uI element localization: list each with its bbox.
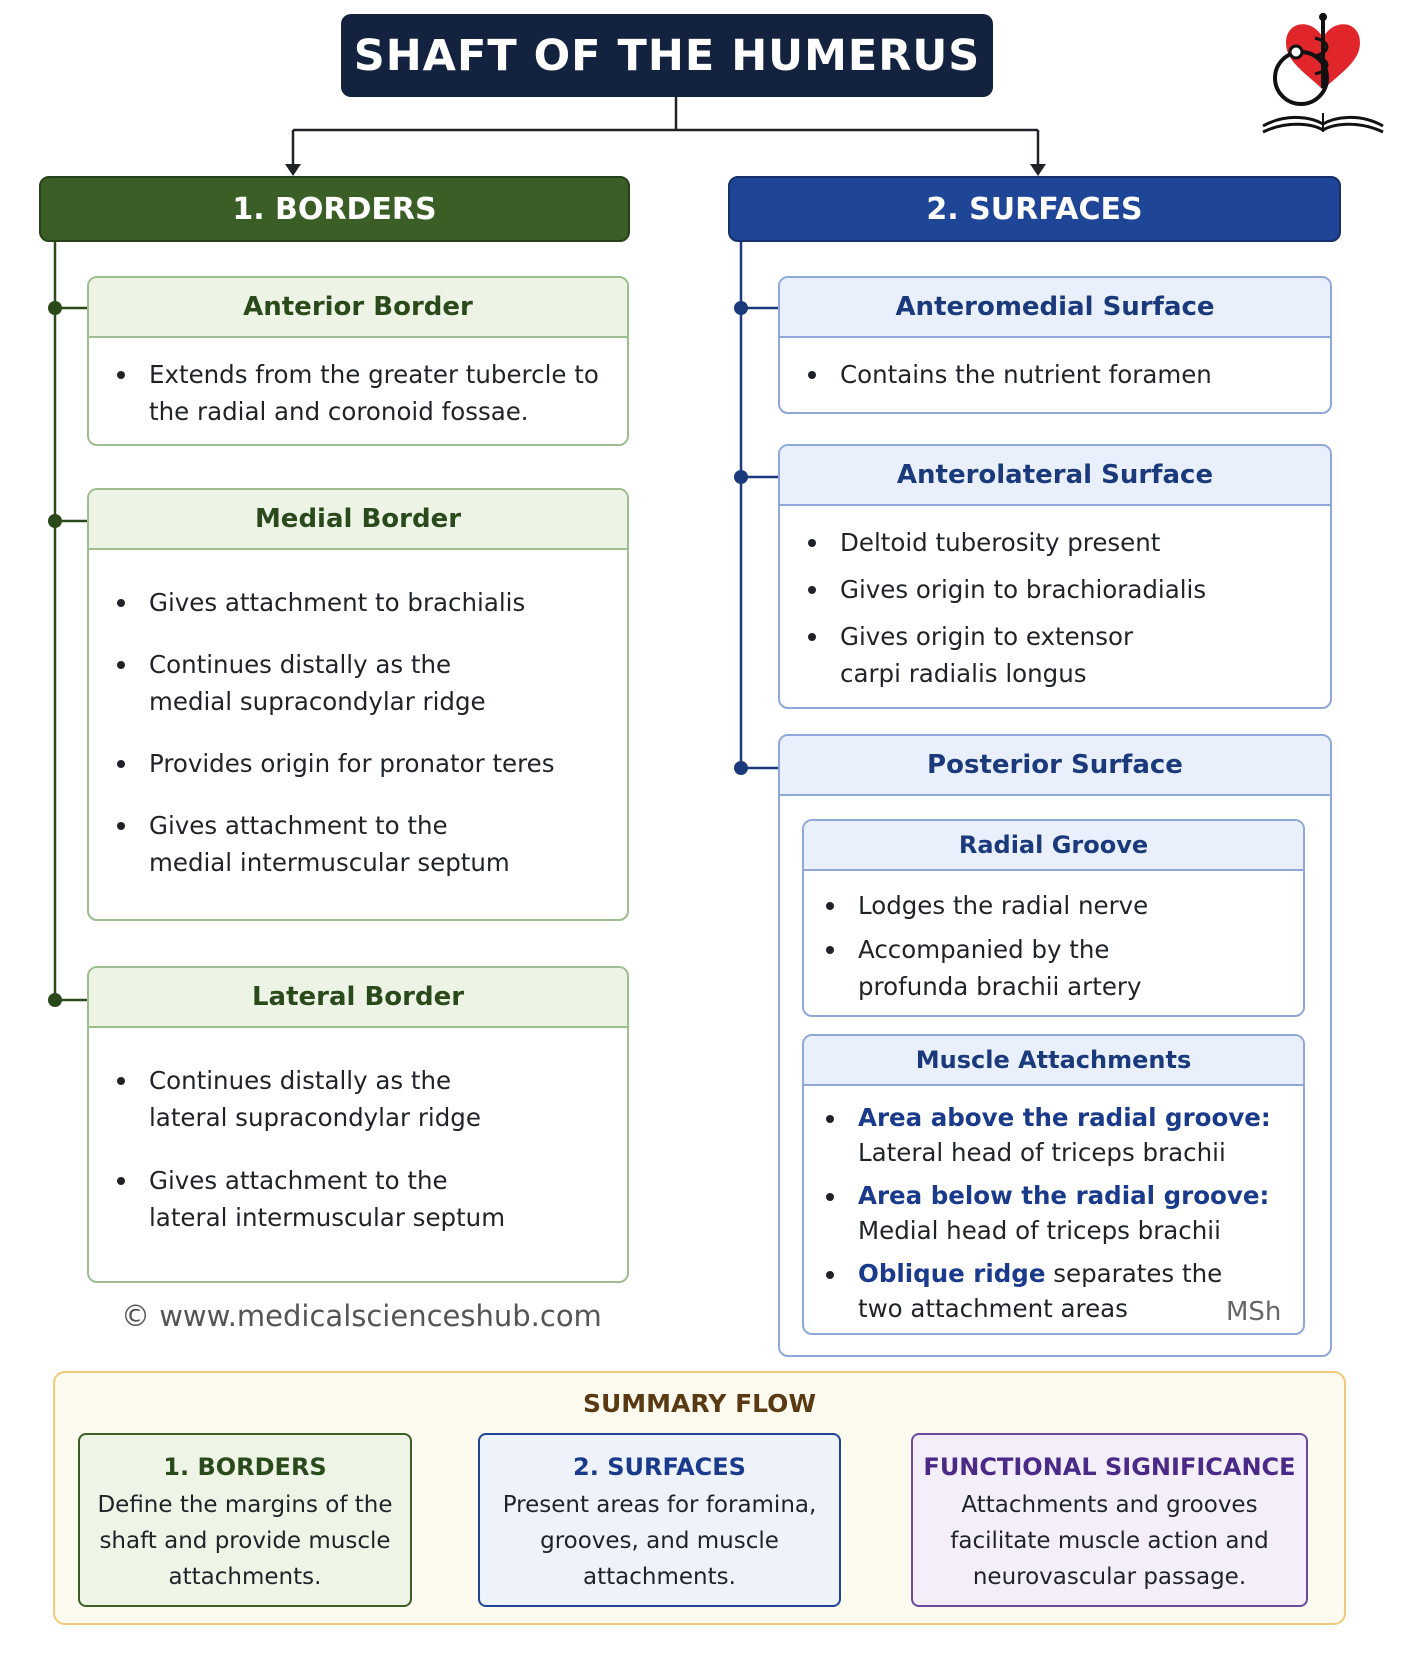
summary-box-title: 2. SURFACES bbox=[573, 1453, 746, 1481]
muscle-attachments-title: Muscle Attachments bbox=[804, 1036, 1303, 1086]
list-item: Continues distally as the medial supraco… bbox=[117, 646, 605, 720]
heart-caduceus-logo-icon bbox=[1262, 13, 1384, 134]
anterior-border-card: Anterior Border Extends from the greater… bbox=[87, 276, 629, 446]
copyright-text: © www.medicalscienceshub.com bbox=[121, 1299, 602, 1333]
summary-box-title: FUNCTIONAL SIGNIFICANCE bbox=[923, 1453, 1296, 1481]
summary-box-surfaces: 2. SURFACES Present areas for foramina, … bbox=[478, 1433, 841, 1607]
summary-title: SUMMARY FLOW bbox=[582, 1389, 817, 1418]
anteromedial-surface-card: Anteromedial Surface Contains the nutrie… bbox=[778, 276, 1332, 414]
anteromedial-surface-title: Anteromedial Surface bbox=[780, 278, 1330, 338]
list-item: Gives origin to extensor carpi radialis … bbox=[808, 618, 1308, 692]
list-item: Gives attachment to brachialis bbox=[117, 584, 605, 621]
list-item: Extends from the greater tubercle to the… bbox=[117, 356, 605, 430]
attachment-label: Area below the radial groove: bbox=[858, 1181, 1270, 1210]
borders-header: 1. BORDERS bbox=[39, 176, 630, 242]
summary-box-functional-significance: FUNCTIONAL SIGNIFICANCE Attachments and … bbox=[911, 1433, 1308, 1607]
list-item: Provides origin for pronator teres bbox=[117, 745, 605, 782]
posterior-surface-title: Posterior Surface bbox=[780, 736, 1330, 796]
list-item: Area above the radial groove: Lateral he… bbox=[826, 1100, 1281, 1170]
summary-flow: SUMMARY FLOW 1. BORDERS Define the margi… bbox=[53, 1371, 1346, 1625]
attachment-label: Area above the radial groove: bbox=[858, 1103, 1271, 1132]
medial-border-title: Medial Border bbox=[89, 490, 627, 550]
anterolateral-surface-card: Anterolateral Surface Deltoid tuberosity… bbox=[778, 444, 1332, 709]
summary-box-text: Define the margins of the shaft and prov… bbox=[97, 1492, 393, 1590]
page-title: SHAFT OF THE HUMERUS bbox=[341, 14, 993, 97]
summary-box-text: Present areas for foramina, grooves, and… bbox=[502, 1492, 817, 1590]
list-item: Contains the nutrient foramen bbox=[808, 356, 1308, 393]
radial-groove-title: Radial Groove bbox=[804, 821, 1303, 871]
anterior-border-title: Anterior Border bbox=[89, 278, 627, 338]
list-item: Oblique ridge separates the two attachme… bbox=[826, 1256, 1281, 1326]
summary-box-text: Attachments and grooves facilitate muscl… bbox=[950, 1492, 1269, 1590]
attachment-text: separates the two attachment areas bbox=[858, 1259, 1230, 1323]
list-item: Gives origin to brachioradialis bbox=[808, 571, 1308, 608]
list-item: Accompanied by the profunda brachii arte… bbox=[826, 931, 1281, 1005]
muscle-attachments-card: Muscle Attachments Area above the radial… bbox=[802, 1034, 1305, 1335]
lateral-border-card: Lateral Border Continues distally as the… bbox=[87, 966, 629, 1283]
list-item: Gives attachment to the lateral intermus… bbox=[117, 1162, 605, 1236]
list-item: Lodges the radial nerve bbox=[826, 887, 1281, 924]
attachment-text: Medial head of triceps brachii bbox=[858, 1216, 1221, 1245]
surfaces-header: 2. SURFACES bbox=[728, 176, 1341, 242]
summary-box-borders: 1. BORDERS Define the margins of the sha… bbox=[78, 1433, 412, 1607]
list-item: Gives attachment to the medial intermusc… bbox=[117, 807, 605, 881]
list-item: Deltoid tuberosity present bbox=[808, 524, 1308, 561]
list-item: Continues distally as the lateral suprac… bbox=[117, 1062, 605, 1136]
attachment-label: Oblique ridge bbox=[858, 1259, 1046, 1288]
radial-groove-card: Radial Groove Lodges the radial nerve Ac… bbox=[802, 819, 1305, 1017]
lateral-border-title: Lateral Border bbox=[89, 968, 627, 1028]
medial-border-card: Medial Border Gives attachment to brachi… bbox=[87, 488, 629, 921]
attachment-text: Lateral head of triceps brachii bbox=[858, 1138, 1226, 1167]
summary-box-title: 1. BORDERS bbox=[163, 1453, 327, 1481]
anterolateral-surface-title: Anterolateral Surface bbox=[780, 446, 1330, 506]
watermark: MSh bbox=[1226, 1297, 1282, 1327]
list-item: Area below the radial groove: Medial hea… bbox=[826, 1178, 1281, 1248]
